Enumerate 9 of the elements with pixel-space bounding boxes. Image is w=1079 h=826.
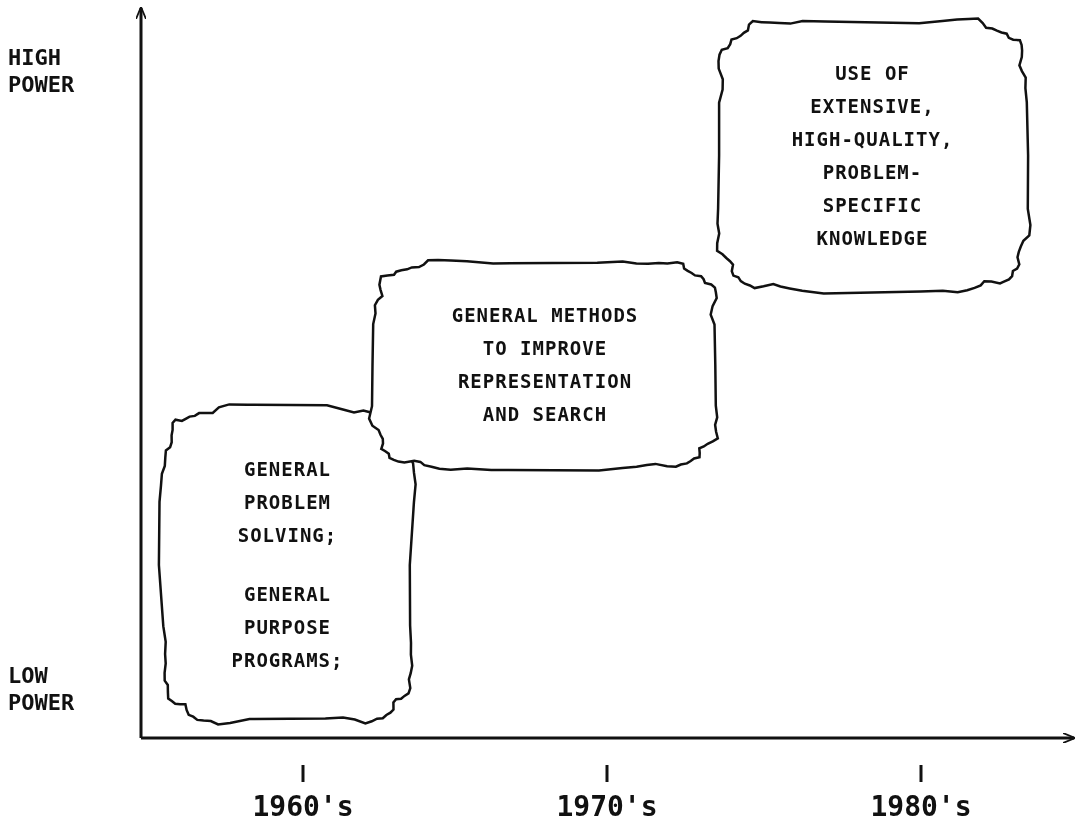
year-label: 1970's xyxy=(555,790,659,823)
cloud-text: USE OF EXTENSIVE, HIGH-QUALITY, PROBLEM-SPECIFIC KNOWLEDGE xyxy=(790,60,955,251)
cloud-text: GENERAL METHODS TO IMPROVE REPRESENTATION AND SEARCH xyxy=(450,303,640,427)
cloud-text: GENERAL PROBLEM SOLVING; xyxy=(236,457,339,548)
year-label: 1980's xyxy=(869,790,973,823)
axis-label: LOW POWER xyxy=(8,662,76,716)
cloud-text: GENERAL PURPOSE PROGRAMS; xyxy=(230,582,345,673)
axis-label: HIGH POWER xyxy=(8,44,76,98)
year-label: 1960's xyxy=(251,790,355,823)
